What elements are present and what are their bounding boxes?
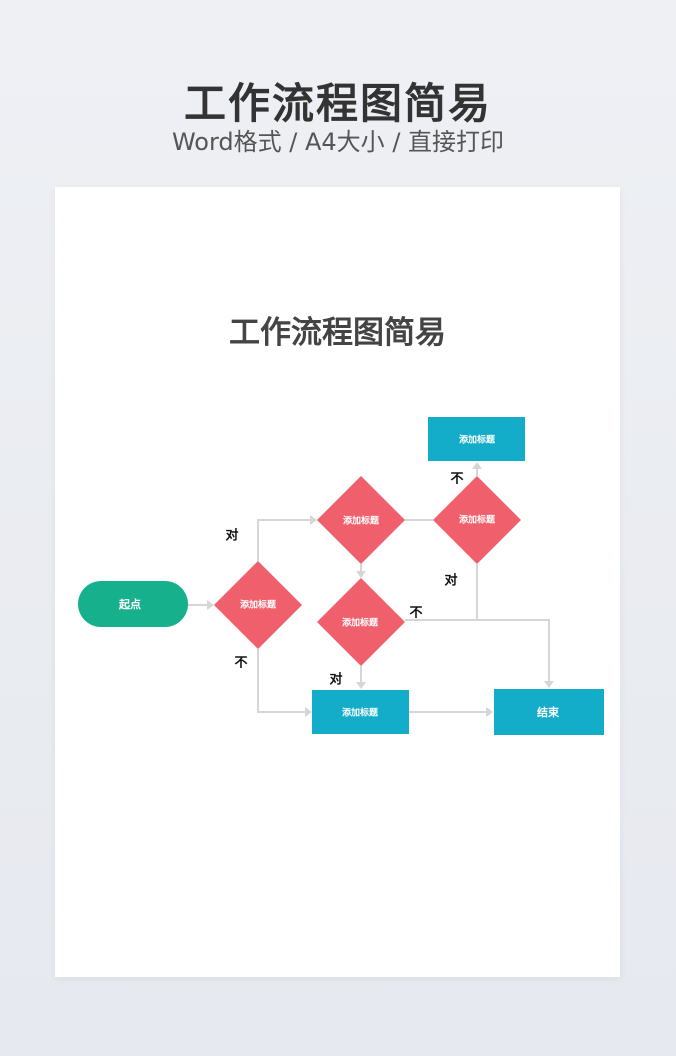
start-node[interactable]: 起点: [78, 581, 188, 627]
process-box-mid[interactable]: 添加标题: [312, 690, 409, 734]
start-label: 起点: [118, 597, 141, 611]
arrow-head: [472, 462, 482, 469]
connector-d4-end: [405, 619, 550, 684]
arrow-head: [356, 571, 366, 578]
edge-label-no: 不: [450, 472, 463, 487]
end-label: 结束: [536, 705, 560, 719]
connectors: [188, 462, 554, 717]
arrow-head: [544, 681, 554, 688]
document-title: 工作流程图简易: [229, 315, 446, 351]
edge-label-no: 不: [234, 656, 247, 671]
arrow-head: [356, 682, 366, 689]
decision-1-label: 添加标题: [240, 599, 277, 611]
box-mid-label: 添加标题: [342, 707, 379, 719]
arrow-head: [305, 707, 312, 717]
end-node[interactable]: 结束: [494, 689, 604, 735]
connector-d1-d2: [257, 519, 313, 561]
edge-label-no: 不: [409, 606, 422, 621]
edge-label-yes: 对: [225, 528, 238, 544]
edge-label-yes: 对: [444, 573, 457, 589]
header-title: 工作流程图简易: [183, 79, 492, 128]
decision-3[interactable]: 添加标题: [433, 476, 521, 564]
decision-3-label: 添加标题: [459, 514, 496, 526]
decision-2[interactable]: 添加标题: [317, 476, 405, 564]
box-top-label: 添加标题: [459, 434, 496, 446]
decision-4-label: 添加标题: [342, 617, 379, 629]
connector-d1-boxmid: [257, 649, 308, 713]
arrow-head: [486, 707, 493, 717]
header-subtitle: Word格式 / A4大小 / 直接打印: [171, 128, 505, 156]
process-box-top[interactable]: 添加标题: [428, 417, 525, 461]
decision-2-label: 添加标题: [343, 515, 380, 527]
edge-label-yes: 对: [329, 672, 342, 688]
decision-4[interactable]: 添加标题: [317, 578, 405, 666]
decision-1[interactable]: 添加标题: [214, 561, 302, 649]
arrow-head: [310, 515, 317, 525]
arrow-head: [207, 600, 214, 610]
